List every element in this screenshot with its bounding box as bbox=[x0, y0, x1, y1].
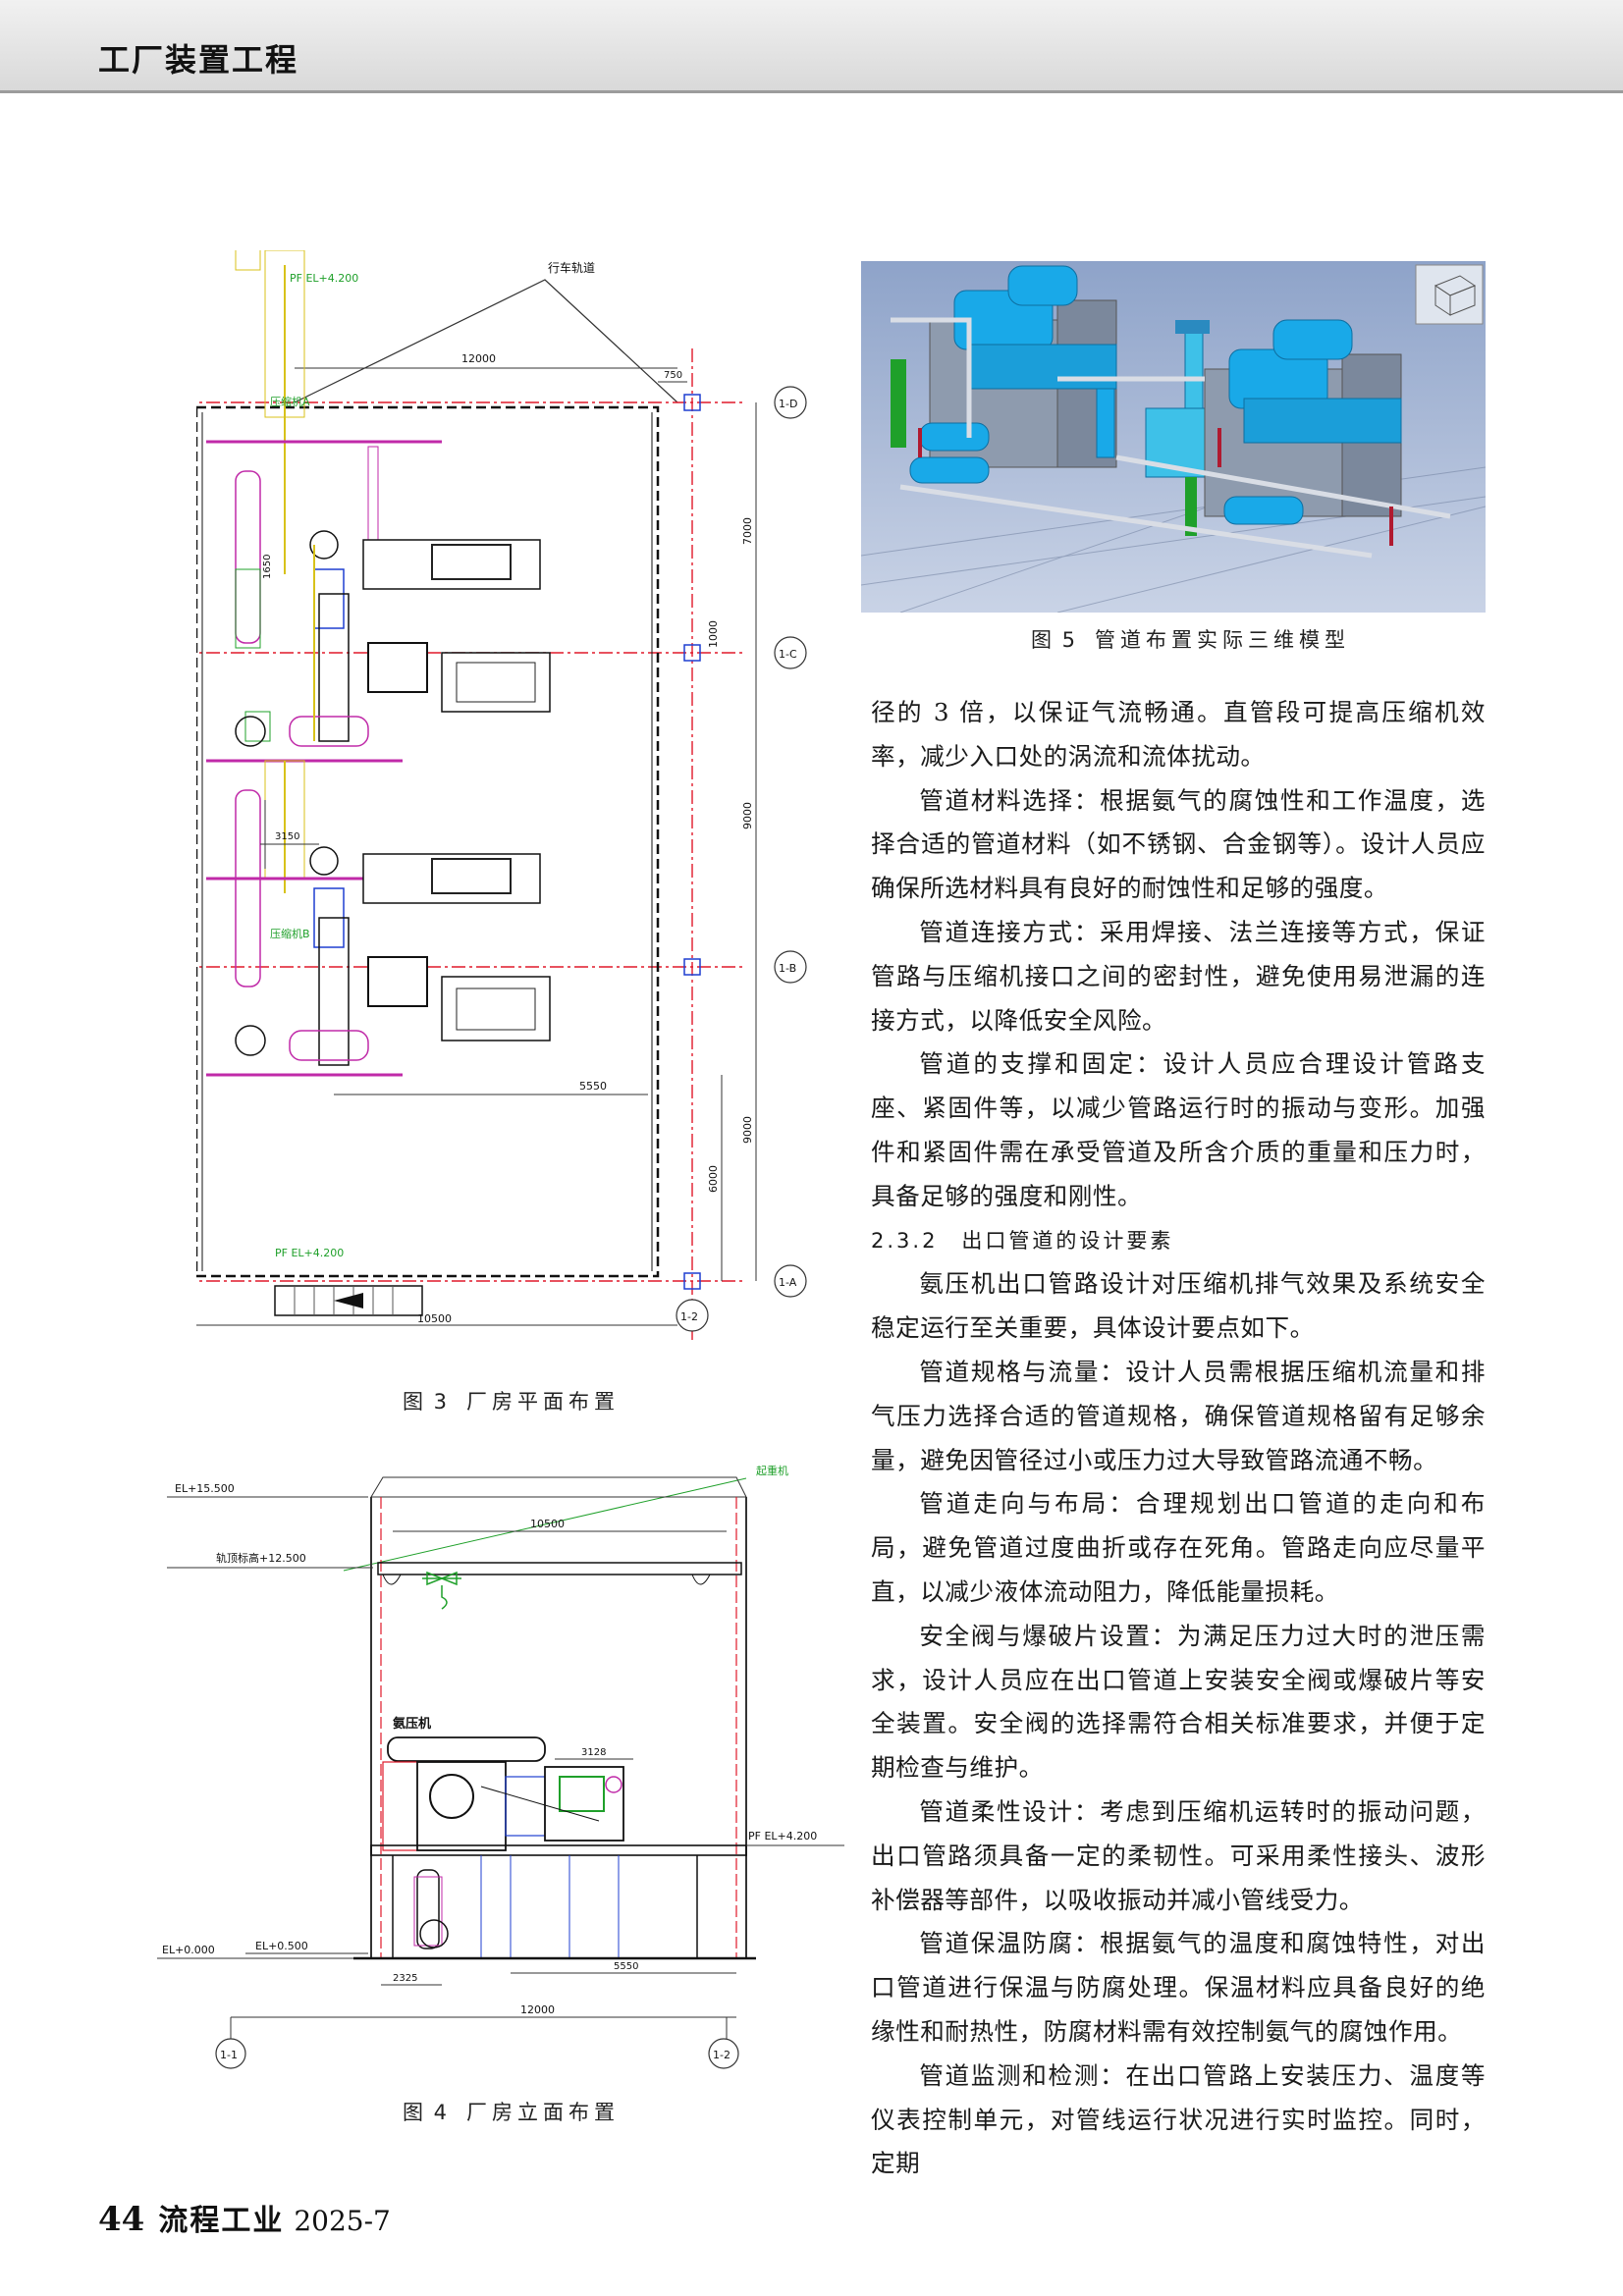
figure-4-elevation: 起重机 EL+15.500 10500 轨顶标高+12.500 氨压机 3128… bbox=[157, 1464, 844, 2069]
issue-number: 2025-7 bbox=[294, 2205, 391, 2237]
dim-3150: 3150 bbox=[275, 831, 299, 842]
dim-5550-elev: 5550 bbox=[614, 1961, 638, 1972]
section-heading-2-3-2: 2.3.2 出口管道的设计要素 bbox=[871, 1228, 1174, 1253]
dim-750: 750 bbox=[664, 370, 682, 381]
el-0: EL+0.000 bbox=[162, 1944, 215, 1956]
dim-5550: 5550 bbox=[579, 1080, 607, 1093]
paragraph-6: 管道规格与流量：设计人员需根据压缩机流量和排气压力选择合适的管道规格，确保管道规… bbox=[871, 1357, 1486, 1474]
dim-2325: 2325 bbox=[393, 1973, 417, 1984]
page-number: 44 bbox=[98, 2200, 145, 2239]
dim-bottom-width: 10500 bbox=[417, 1312, 452, 1325]
rail-label: 行车轨道 bbox=[548, 260, 595, 275]
rail-elevation: 轨顶标高+12.500 bbox=[216, 1551, 306, 1565]
dim-1000: 1000 bbox=[707, 620, 720, 648]
dim-span: 10500 bbox=[530, 1518, 565, 1530]
dim-9000-b: 9000 bbox=[741, 1116, 754, 1144]
paragraph-1: 径的 3 倍，以保证气流畅通。直管段可提高压缩机效率，减少入口处的涡流和流体扰动… bbox=[871, 698, 1486, 771]
paragraph-4: 管道的支撑和固定：设计人员应合理设计管路支座、紧固件等，以减少管路运行时的振动与… bbox=[871, 1049, 1486, 1210]
dim-9000-a: 9000 bbox=[741, 802, 754, 829]
dim-top-width: 12000 bbox=[461, 352, 496, 365]
axis-1c: 1-C bbox=[779, 648, 797, 661]
pf-elevation: PF EL+4.200 bbox=[748, 1830, 817, 1842]
axis-12-elev: 1-2 bbox=[713, 2049, 730, 2061]
el-05: EL+0.500 bbox=[255, 1940, 308, 1952]
paragraph-5: 氨压机出口管路设计对压缩机排气效果及系统安全稳定运行至关重要，具体设计要点如下。 bbox=[871, 1269, 1486, 1343]
pf-label-bottom: PF EL+4.200 bbox=[275, 1247, 344, 1259]
paragraph-8: 安全阀与爆破片设置：为满足压力过大时的泄压需求，设计人员应在出口管道上安装安全阀… bbox=[871, 1621, 1486, 1783]
paragraph-11: 管道监测和检测：在出口管路上安装压力、温度等仪表控制单元，对管线运行状况进行实时… bbox=[871, 2060, 1486, 2178]
dim-6000: 6000 bbox=[707, 1165, 720, 1193]
axis-1d: 1-D bbox=[779, 398, 797, 410]
figure-3-plan-layout: 行车轨道 12000 750 1-D 1-C 1-B 1-A 1-1 1-2 7… bbox=[196, 250, 807, 1340]
dim-3128: 3128 bbox=[581, 1747, 606, 1758]
dim-1650: 1650 bbox=[262, 555, 273, 579]
journal-name: 流程工业 bbox=[158, 2204, 285, 2238]
compressor-unit-b: 压缩机B bbox=[206, 760, 551, 1077]
label-compressor-a: 压缩机A bbox=[270, 395, 310, 408]
paragraph-10: 管道保温防腐：根据氨气的温度和腐蚀特性，对出口管道进行保温与防腐处理。保温材料应… bbox=[871, 1929, 1486, 2046]
body-text-column: 径的 3 倍，以保证气流畅通。直管段可提高压缩机效率，减少入口处的涡流和流体扰动… bbox=[871, 691, 1486, 2186]
axis-1a: 1-A bbox=[779, 1276, 797, 1289]
paragraph-7: 管道走向与布局：合理规划出口管道的走向和布局，避免管道过度曲折或存在死角。管路走… bbox=[871, 1489, 1486, 1606]
crane-label: 起重机 bbox=[756, 1464, 788, 1477]
dim-7000: 7000 bbox=[741, 517, 754, 545]
axis-11-elev: 1-1 bbox=[220, 2049, 238, 2061]
paragraph-9: 管道柔性设计：考虑到压缩机运转时的振动问题，出口管路须具备一定的柔韧性。可采用柔… bbox=[871, 1796, 1486, 1914]
page-footer: 44 流程工业 2025-7 bbox=[98, 2196, 391, 2239]
dim-total: 12000 bbox=[520, 2003, 555, 2016]
axis-12: 1-2 bbox=[680, 1310, 698, 1323]
figure-5-3d-model bbox=[861, 261, 1486, 613]
running-header: 工厂装置工程 bbox=[0, 0, 1623, 93]
compressor-unit-a: 压缩机A bbox=[206, 250, 551, 763]
axis-1b: 1-B bbox=[779, 962, 796, 975]
left-compressor-skid bbox=[891, 265, 1117, 484]
label-compressor-b: 压缩机B bbox=[270, 927, 310, 940]
pf-label-top: PF EL+4.200 bbox=[290, 272, 358, 285]
section-title: 工厂装置工程 bbox=[98, 41, 299, 79]
label-ammonia-compressor: 氨压机 bbox=[392, 1716, 431, 1732]
right-compressor-skid bbox=[1185, 319, 1402, 536]
el-top: EL+15.500 bbox=[175, 1482, 235, 1495]
rail-roof bbox=[294, 279, 678, 403]
paragraph-3: 管道连接方式：采用焊接、法兰连接等方式，保证管路与压缩机接口之间的密封性，避免使… bbox=[871, 917, 1486, 1035]
paragraph-2: 管道材料选择：根据氨气的腐蚀性和工作温度，选择合适的管道材料（如不锈钢、合金钢等… bbox=[871, 785, 1486, 903]
